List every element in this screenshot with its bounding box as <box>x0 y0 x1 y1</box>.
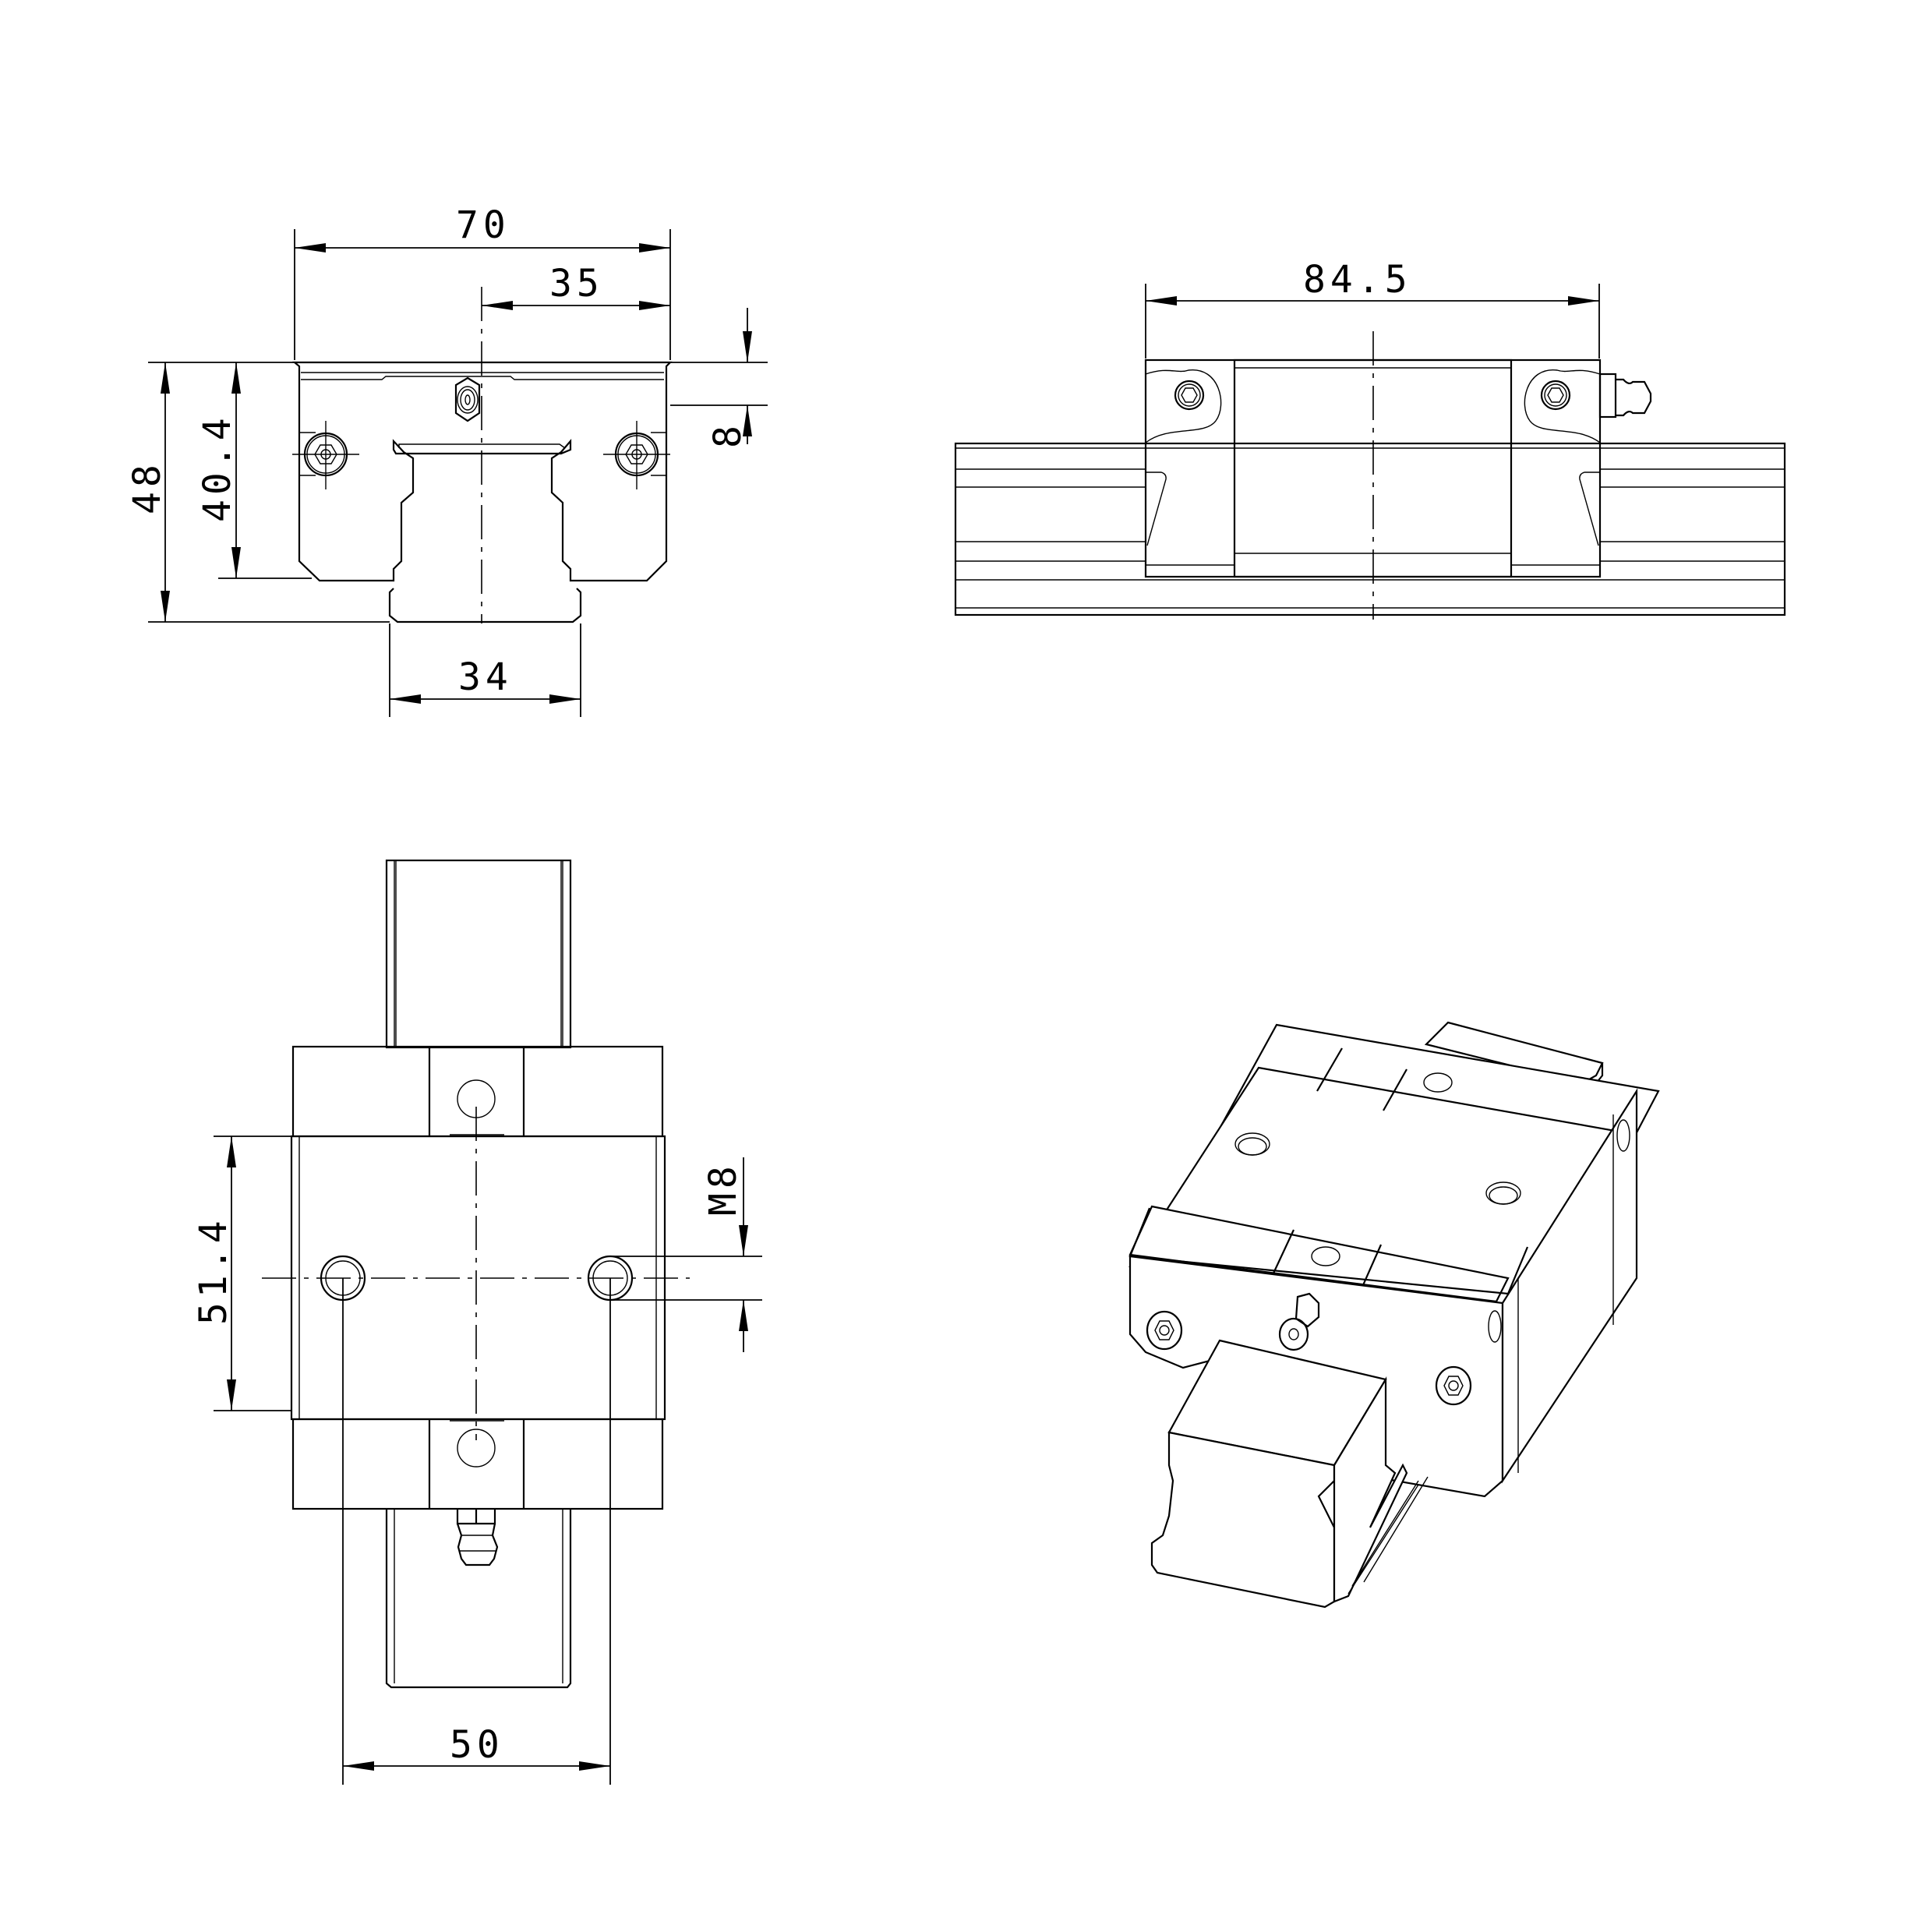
grease-nipple-icon <box>1598 373 1652 419</box>
dim-thread-size: M8 <box>701 1161 745 1216</box>
iso-end-screw-left-icon <box>1146 1310 1183 1351</box>
dim-top-offset: 8 <box>706 421 750 448</box>
top-view: 51.4 M8 50 <box>192 859 762 1785</box>
rail-profile <box>388 588 582 623</box>
iso-rear-lube-port-icon <box>1423 1072 1453 1093</box>
dim-half-width: 35 <box>549 262 604 306</box>
side-view: 84.5 <box>954 258 1786 620</box>
dim-total-height: 48 <box>125 460 169 514</box>
dim-hole-spacing-length: 51.4 <box>192 1216 235 1325</box>
bolt-hole-right-icon <box>603 421 670 489</box>
dim-overall-width: 70 <box>456 203 510 247</box>
end-screw-right-icon <box>1540 380 1571 411</box>
bolt-hole-left-icon <box>292 421 359 489</box>
front-view: 70 35 48 40.4 8 34 <box>125 203 768 717</box>
carriage-block-outline <box>291 361 673 582</box>
iso-end-screw-right-icon <box>1435 1365 1472 1406</box>
isometric-view <box>1128 1021 1660 1609</box>
dim-block-height: 40.4 <box>196 413 239 522</box>
bottom-lube-port-icon <box>457 1429 496 1468</box>
iso-front-lube-port-icon <box>1311 1246 1340 1266</box>
dim-rail-width: 34 <box>458 655 513 699</box>
dim-hole-spacing-width: 50 <box>450 1723 504 1767</box>
grease-nipple-top-icon <box>456 1509 499 1566</box>
iso-grease-nipple-icon <box>1278 1292 1320 1351</box>
rail-side <box>954 442 1786 616</box>
dim-block-length: 84.5 <box>1303 258 1412 302</box>
grease-nipple-hex-icon <box>454 376 481 422</box>
rail-top-upper <box>385 859 572 1049</box>
end-screw-left-icon <box>1174 380 1205 411</box>
iso-side-screw-icon <box>1488 1119 1630 1343</box>
